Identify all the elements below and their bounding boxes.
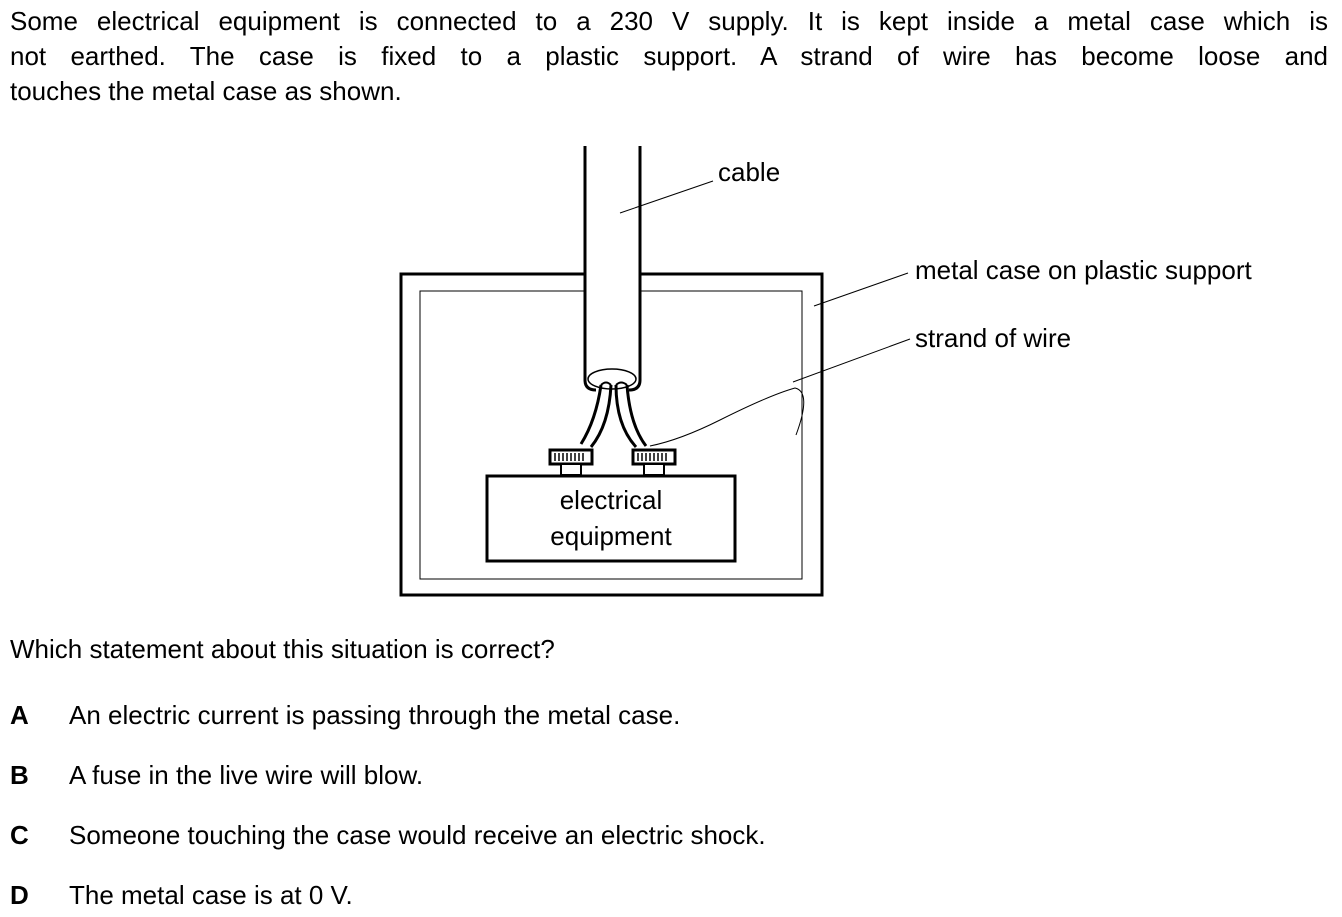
cable-label: cable	[718, 157, 780, 187]
electrical-equipment-box	[485, 474, 737, 563]
terminal-right	[631, 448, 677, 476]
cable-leader-line	[619, 180, 714, 214]
option-c[interactable]: C Someone touching the case would receiv…	[10, 818, 766, 853]
question-text: Which statement about this situation is …	[10, 634, 555, 664]
strand-label: strand of wire	[915, 323, 1071, 353]
inner-wires	[579, 381, 648, 449]
intro-line-3: touches the metal case as shown.	[10, 76, 402, 106]
option-text: Someone touching the case would receive …	[69, 820, 766, 850]
option-letter: C	[10, 820, 29, 850]
metal-case-leader-line	[813, 272, 909, 307]
option-a[interactable]: A An electric current is passing through…	[10, 698, 680, 733]
option-letter: B	[10, 760, 29, 790]
terminal-left	[548, 448, 594, 476]
option-text: The metal case is at 0 V.	[69, 880, 353, 910]
intro-paragraph: Some electrical equipment is connected t…	[10, 4, 1328, 109]
option-letter: A	[10, 700, 29, 730]
option-letter: D	[10, 880, 29, 910]
option-b[interactable]: B A fuse in the live wire will blow.	[10, 758, 423, 793]
strand-of-wire	[649, 387, 805, 447]
strand-leader-line	[792, 338, 911, 383]
equipment-label-line2: equipment	[550, 521, 672, 551]
metal-case-label: metal case on plastic support	[915, 255, 1253, 285]
intro-line-1: Some electrical equipment is connected t…	[10, 6, 1328, 36]
intro-line-2: not earthed. The case is fixed to a plas…	[10, 41, 1328, 71]
equipment-label-line1: electrical	[560, 485, 663, 515]
option-text: An electric current is passing through t…	[69, 700, 681, 730]
option-text: A fuse in the live wire will blow.	[69, 760, 424, 790]
option-d[interactable]: D The metal case is at 0 V.	[10, 878, 353, 913]
